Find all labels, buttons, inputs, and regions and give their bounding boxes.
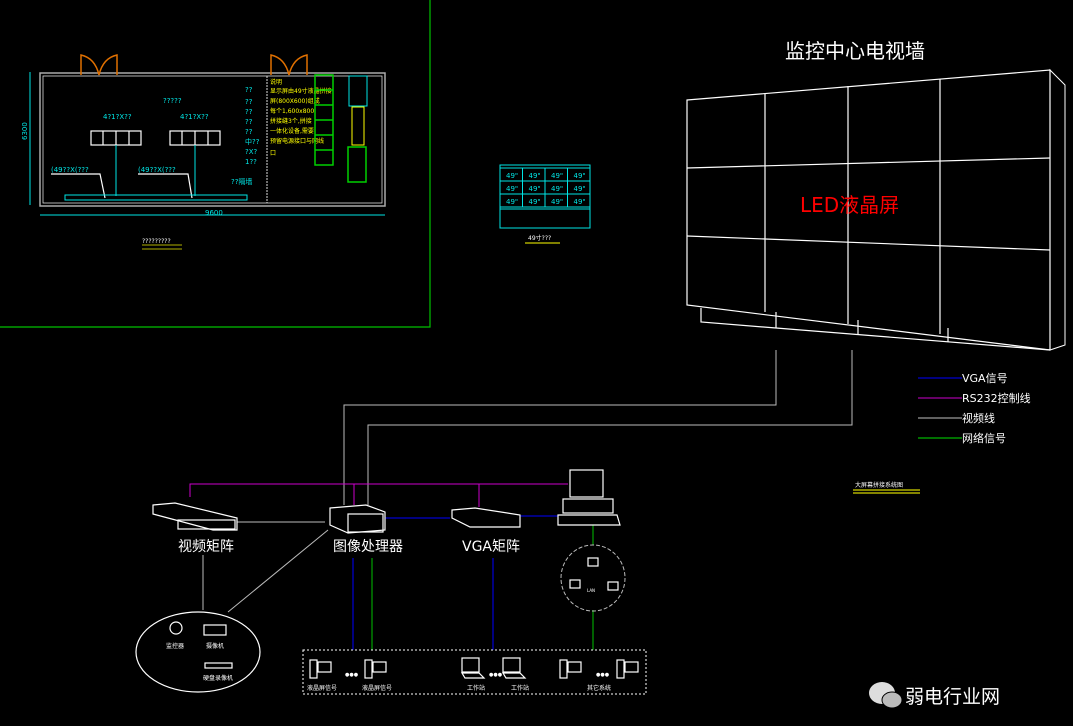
svg-text:●●●: ●●● [345,672,359,678]
grid-cell-label: 49" [506,198,518,206]
legend-label: VGA信号 [962,372,1008,385]
svg-text:VGA矩阵: VGA矩阵 [462,539,520,555]
svg-text:?X?: ?X? [245,148,258,156]
watermark: 弱电行业网 [869,682,1000,709]
grid-cell-label: 49" [529,185,541,193]
svg-text:1??: 1?? [245,158,257,166]
svg-text:工作站: 工作站 [511,684,529,692]
workstation-pc-icon [557,469,621,526]
legend-label: RS232控制线 [962,391,1031,405]
wall-layout-grid: 49" 49" 49" 49" 49" 49" 49" 49" 49" 49" 49" 49" 49寸… [499,164,591,244]
svg-text:监控器: 监控器 [166,642,184,650]
svg-text:6300: 6300 [21,122,29,140]
svg-text:4?1?X??: 4?1?X?? [103,113,132,121]
legend-label: 视频线 [962,411,995,425]
svg-text:?????????: ????????? [142,238,171,245]
svg-text:视频矩阵: 视频矩阵 [178,539,234,555]
svg-text:液晶屏信号: 液晶屏信号 [307,684,337,692]
svg-text:每个1,600x800: 每个1,600x800 [270,107,314,115]
equipment-racks [314,74,368,183]
grid-cell-label: 49" [529,198,541,206]
svg-text:9600: 9600 [205,209,223,217]
dome-camera-icon [169,621,183,635]
svg-text:??: ?? [245,128,253,136]
svg-text:拼接缝3个,拼接: 拼接缝3个,拼接 [270,117,312,125]
pc-icon [364,659,373,679]
console-desk-1 [90,130,142,196]
svg-text:大屏幕拼接系统图: 大屏幕拼接系统图 [855,481,903,489]
door-icon [80,54,118,76]
svg-text:一体化设备,需要: 一体化设备,需要 [270,127,314,135]
svg-text:监控中心电视墙: 监控中心电视墙 [785,39,925,63]
svg-text:??: ?? [245,98,253,106]
pc-icon [559,659,568,679]
svg-text:液晶屏信号: 液晶屏信号 [362,684,392,692]
vga-matrix: VGA矩阵 [451,507,521,555]
svg-text:??: ?? [245,108,253,116]
dvr-icon [204,662,233,669]
svg-text:(49??X(???: (49??X(??? [138,166,176,174]
svg-text:口: 口 [270,150,276,157]
lan-cloud: LAN [560,544,626,612]
led-screen-label: LED液晶屏 [800,193,899,217]
video-matrix: 视频矩阵 [152,502,238,555]
svg-text:中??: 中?? [245,137,260,146]
svg-text:显示屏由49寸液晶拼接: 显示屏由49寸液晶拼接 [270,87,332,95]
connections [189,350,853,650]
svg-text:(49??X(???: (49??X(??? [51,166,89,174]
svg-text:●●●: ●●● [489,672,503,678]
image-processor: 图像处理器 [329,504,403,555]
svg-text:?????: ????? [163,97,182,105]
svg-text:摄像机: 摄像机 [206,642,224,650]
camera-group: 监控器 摄像机 硬盘录像机 [135,611,261,693]
svg-text:??: ?? [245,118,253,126]
grid-cell-label: 49" [506,172,518,180]
grid-cell [567,193,591,208]
laptop-icon [502,657,521,673]
terminals: 液晶屏信号 液晶屏信号 工作站 工作站 其它系统 ●●● ●●● ●●● [302,649,647,695]
grid-cell-label: 49" [506,185,518,193]
floor-plan: 6300 9600 ????? 4?1?X?? 4?1?X?? (49??X(?… [21,54,386,250]
svg-text:说明: 说明 [270,78,282,86]
svg-text:??隔墙: ??隔墙 [231,177,252,186]
plan-frame [0,0,431,328]
video-wall: 监控中心电视墙 LED液晶屏 [686,39,1066,351]
svg-text:LAN: LAN [587,588,595,593]
svg-text:屏(800X600)组成: 屏(800X600)组成 [270,97,320,105]
grid-cell-label: 49" [574,185,586,193]
grid-cell-label: 49" [551,185,563,193]
svg-text:硬盘录像机: 硬盘录像机 [203,674,233,682]
svg-text:49寸???: 49寸??? [528,234,551,242]
grid-cell-label: 49" [529,172,541,180]
pc-icon [616,659,625,679]
console-desk-2 [169,130,221,196]
svg-text:4?1?X??: 4?1?X?? [180,113,209,121]
camera-icon [203,624,227,636]
svg-text:工作站: 工作站 [467,684,485,692]
svg-text:其它系统: 其它系统 [587,684,611,692]
svg-text:图像处理器: 图像处理器 [333,539,403,555]
grid-cell-label: 49" [574,198,586,206]
grid-cell-label: 49" [574,172,586,180]
svg-text:??: ?? [245,86,253,94]
pc-icon [309,659,318,679]
grid-cell-label: 49" [551,198,563,206]
door-icon [270,54,308,76]
laptop-icon [461,657,480,673]
svg-text:预留电源接口与网线: 预留电源接口与网线 [270,137,324,145]
svg-text:弱电行业网: 弱电行业网 [905,686,1000,708]
grid-cell-label: 49" [551,172,563,180]
svg-text:●●●: ●●● [596,672,610,678]
legend-label: 网络信号 [962,431,1006,445]
